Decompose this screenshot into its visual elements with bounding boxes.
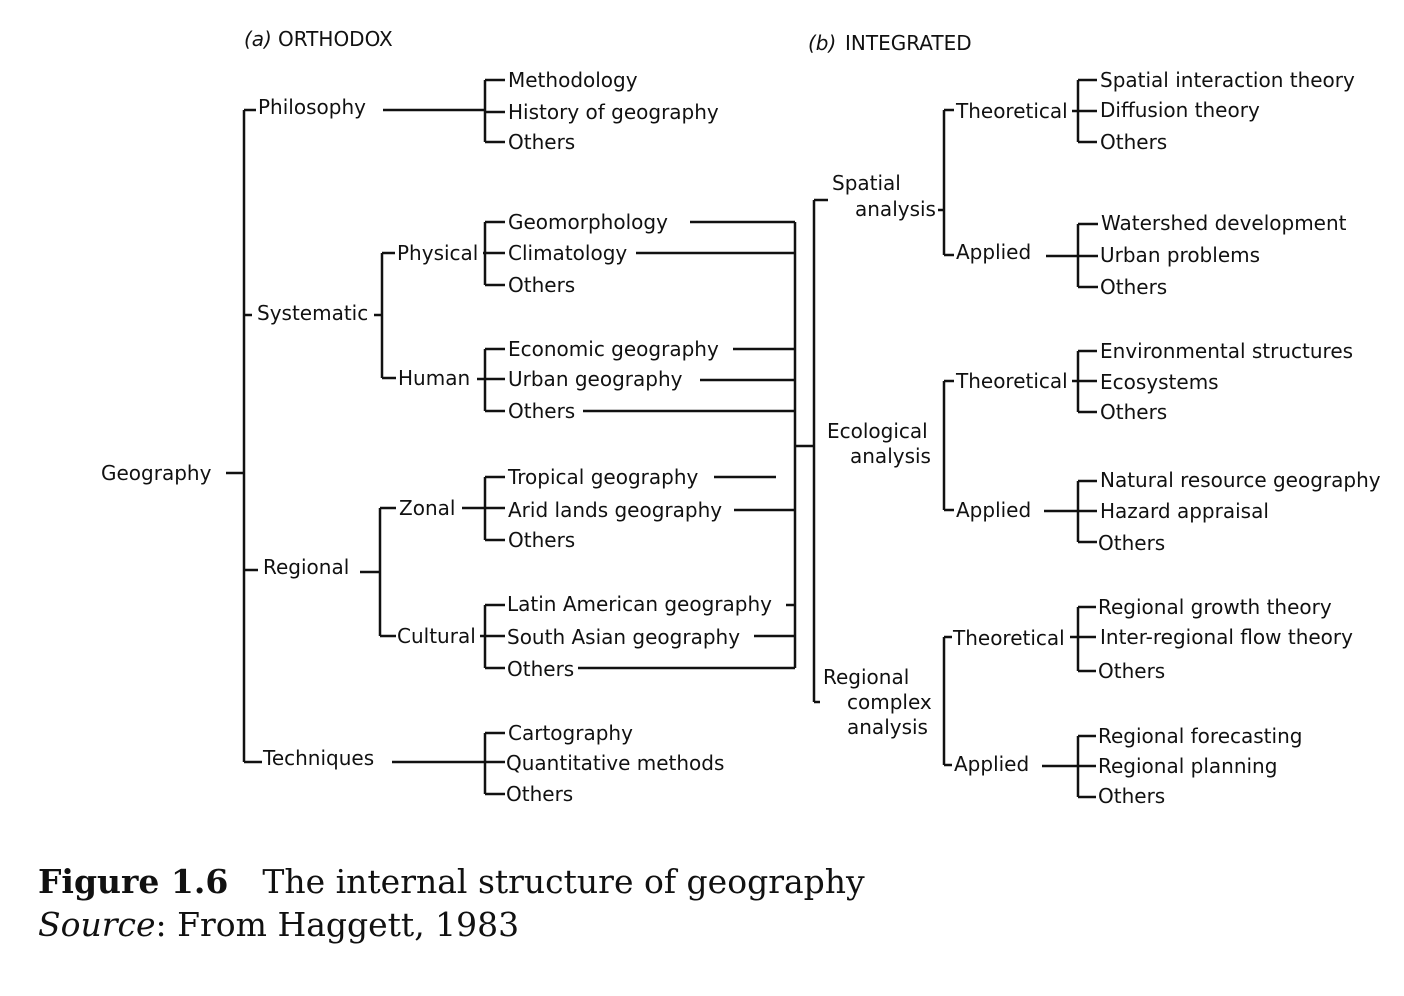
ecological-applied-child: Others [1098, 531, 1165, 555]
regional-complex-applied-child: Others [1098, 784, 1165, 808]
orthodox-heading-prefix: (a) [244, 27, 272, 51]
regional-complex-applied-bracket [1042, 734, 1096, 799]
spatial-theoretical-child: Diffusion theory [1100, 98, 1260, 122]
techniques-child: Quantitative methods [506, 751, 724, 775]
spatial-label-line: analysis [855, 197, 936, 221]
cultural-bracket [480, 603, 505, 670]
zonal-child: Others [508, 528, 575, 552]
regional-complex-applied-label: Applied [954, 752, 1029, 776]
philosophy-child: History of geography [508, 100, 719, 124]
ecological-applied-child: Hazard appraisal [1100, 499, 1269, 523]
ecological-theoretical-child: Ecosystems [1100, 370, 1219, 394]
integrated-main-bracket [812, 198, 828, 704]
techniques-child: Cartography [508, 721, 633, 745]
spatial-applied-child: Watershed development [1101, 211, 1347, 235]
regional-complex-label-line: Regional [823, 665, 909, 689]
source-text: : From Haggett, 1983 [155, 905, 520, 944]
physical-child: Others [508, 273, 575, 297]
regional-complex-applied-child: Regional forecasting [1098, 724, 1302, 748]
spatial-applied-label: Applied [956, 240, 1031, 264]
philosophy-child: Others [508, 130, 575, 154]
ecological-theoretical-label: Theoretical [955, 369, 1068, 393]
techniques-bracket [392, 731, 505, 796]
regional-complex-applied-child: Regional planning [1098, 754, 1277, 778]
philosophy-label: Philosophy [258, 95, 366, 119]
spatial-theoretical-child: Spatial interaction theory [1100, 68, 1355, 92]
regional-label: Regional [263, 555, 349, 579]
orthodox-heading: ORTHODOX [278, 27, 393, 51]
spatial-theoretical-bracket [1072, 78, 1097, 144]
human-label: Human [398, 366, 470, 390]
spatial-theoretical-child: Others [1100, 130, 1167, 154]
ecological-applied-child: Natural resource geography [1100, 468, 1381, 492]
cultural-child: Others [507, 657, 574, 681]
zonal-child: Tropical geography [507, 465, 698, 489]
integrated-heading-prefix: (b) [808, 31, 836, 55]
regional-complex-theoretical-child: Inter-regional flow theory [1100, 625, 1353, 649]
systematic-label: Systematic [257, 301, 368, 325]
human-bracket [477, 347, 505, 413]
geography-structure-diagram: (a) ORTHODOX Geography Philosophy Method… [101, 27, 1381, 808]
figure-source: Source: From Haggett, 1983 [38, 905, 519, 944]
ecological-applied-label: Applied [956, 498, 1031, 522]
physical-bracket [483, 220, 505, 287]
first-level-ticks [244, 108, 262, 764]
spatial-applied-bracket [1046, 222, 1098, 289]
regional-complex-theoretical-child: Others [1098, 659, 1165, 683]
systematic-bracket [374, 251, 396, 380]
ecological-theoretical-child: Others [1100, 400, 1167, 424]
regional-complex-theoretical-label: Theoretical [952, 626, 1065, 650]
cross-connector-lines [578, 220, 814, 670]
figure-label: Figure 1.6 [38, 862, 229, 901]
ecological-label-line: Ecological [827, 419, 928, 443]
ecological-theoretical-bracket [1072, 349, 1097, 414]
regional-complex-theoretical-bracket [1070, 605, 1096, 673]
zonal-child: Arid lands geography [508, 498, 722, 522]
zonal-bracket [462, 475, 505, 542]
ecological-theoretical-child: Environmental structures [1100, 339, 1353, 363]
techniques-child: Others [506, 782, 573, 806]
philosophy-child: Methodology [508, 68, 638, 92]
human-child: Urban geography [508, 367, 683, 391]
cultural-label: Cultural [397, 624, 476, 648]
regional-complex-theoretical-child: Regional growth theory [1098, 595, 1332, 619]
physical-label: Physical [397, 241, 478, 265]
integrated-heading: INTEGRATED [845, 31, 972, 55]
regional-complex-label-line: complex [847, 690, 932, 714]
cultural-child: Latin American geography [507, 592, 772, 616]
root-geography: Geography [101, 461, 212, 485]
spatial-applied-child: Urban problems [1100, 243, 1260, 267]
ecological-bracket [942, 379, 954, 512]
spatial-label-line: Spatial [832, 171, 901, 195]
regional-complex-label-line: analysis [847, 715, 928, 739]
philosophy-bracket [383, 78, 505, 144]
physical-child: Climatology [508, 241, 627, 265]
spatial-applied-child: Others [1100, 275, 1167, 299]
figure-title: The internal structure of geography [262, 862, 865, 901]
cultural-child: South Asian geography [507, 625, 740, 649]
spatial-bracket [938, 108, 954, 257]
zonal-label: Zonal [399, 496, 455, 520]
techniques-label: Techniques [262, 746, 374, 770]
human-child: Others [508, 399, 575, 423]
root-connector [226, 110, 246, 762]
spatial-theoretical-label: Theoretical [955, 99, 1068, 123]
physical-child: Geomorphology [508, 210, 668, 234]
figure-caption: Figure 1.6 The internal structure of geog… [38, 862, 865, 901]
regional-bracket [360, 506, 396, 638]
human-child: Economic geography [508, 337, 719, 361]
ecological-label-line: analysis [850, 444, 931, 468]
regional-complex-bracket [942, 635, 952, 767]
source-label: Source [38, 905, 156, 944]
ecological-applied-bracket [1044, 479, 1097, 544]
